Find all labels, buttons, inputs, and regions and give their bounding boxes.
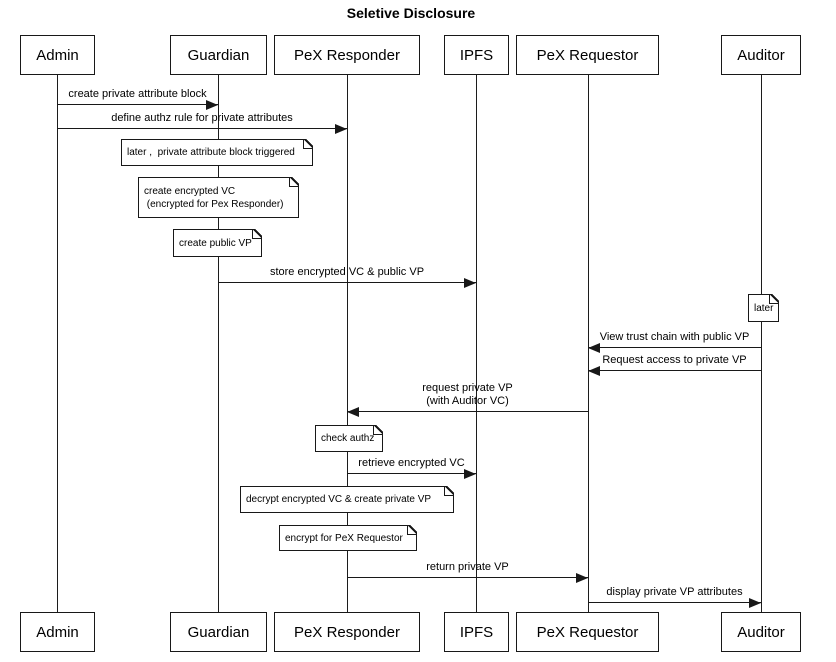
note-text: later , private attribute block triggere…: [127, 147, 295, 158]
message-arrowhead-icon: [588, 342, 600, 353]
message-label: Request access to private VP: [602, 354, 747, 366]
participant-label: Admin: [36, 46, 79, 64]
participant-box-admin-bottom: Admin: [20, 612, 95, 652]
message-arrowhead-icon: [464, 468, 476, 479]
lifeline-pex-responder: [347, 75, 348, 612]
message-label: request private VP (with Auditor VC): [422, 382, 513, 407]
note-text: check authz: [321, 433, 375, 444]
lifeline-guardian: [218, 75, 219, 612]
message-arrowhead-icon: [206, 99, 218, 110]
participant-box-ipfs-top: IPFS: [444, 35, 509, 75]
message-label: View trust chain with public VP: [599, 331, 750, 343]
diagram-title: Seletive Disclosure: [346, 5, 476, 21]
message-arrowhead-icon: [347, 406, 359, 417]
message-arrowhead-icon: [749, 597, 761, 608]
note-text: later: [754, 302, 774, 314]
participant-label: Auditor: [737, 623, 785, 641]
message-line-create-private-attribute-block: [57, 104, 218, 105]
message-arrowhead-icon: [588, 365, 600, 376]
message-line-display-private-vp-attributes: [588, 602, 761, 603]
message-arrowhead-icon: [335, 123, 347, 134]
note-create-encrypted-vc: create encrypted VC (encrypted for Pex R…: [138, 177, 299, 218]
lifeline-ipfs: [476, 75, 477, 612]
participant-box-pex-responder-top: PeX Responder: [274, 35, 420, 75]
message-line-request-private-vp: [347, 411, 588, 412]
message-label: store encrypted VC & public VP: [269, 266, 425, 278]
message-line-return-private-vp: [347, 577, 588, 578]
participant-box-auditor-bottom: Auditor: [721, 612, 801, 652]
message-label: retrieve encrypted VC: [358, 457, 465, 469]
message-label: return private VP: [426, 561, 509, 573]
participant-box-auditor-top: Auditor: [721, 35, 801, 75]
message-label: create private attribute block: [68, 88, 207, 100]
participant-box-pex-responder-bottom: PeX Responder: [274, 612, 420, 652]
participant-box-pex-requestor-bottom: PeX Requestor: [516, 612, 659, 652]
participant-box-admin-top: Admin: [20, 35, 95, 75]
message-line-view-trust-chain-with-public-vp: [588, 347, 761, 348]
note-text: create public VP: [179, 237, 252, 249]
note-later-private-attribute-block-triggered: later , private attribute block triggere…: [121, 139, 313, 166]
participant-label: Guardian: [187, 623, 250, 641]
participant-label: IPFS: [459, 623, 494, 641]
note-decrypt-encrypted-vc-create-private-vp: decrypt encrypted VC & create private VP: [240, 486, 454, 513]
message-arrowhead-icon: [576, 572, 588, 583]
participant-label: Admin: [36, 623, 79, 641]
message-line-define-authz-rule-for-private-attributes: [57, 128, 347, 129]
message-label: define authz rule for private attributes: [111, 112, 293, 124]
message-arrowhead-icon: [464, 277, 476, 288]
note-text: decrypt encrypted VC & create private VP: [246, 494, 432, 505]
participant-box-ipfs-bottom: IPFS: [444, 612, 509, 652]
note-create-public-vp: create public VP: [173, 229, 262, 257]
lifeline-admin: [57, 75, 58, 612]
message-label: display private VP attributes: [606, 586, 743, 598]
participant-box-guardian-bottom: Guardian: [170, 612, 267, 652]
message-line-store-encrypted-vc-public-vp: [218, 282, 476, 283]
participant-label: PeX Requestor: [536, 623, 639, 641]
lifeline-auditor: [761, 75, 762, 612]
message-line-request-access-to-private-vp: [588, 370, 761, 371]
participant-label: PeX Responder: [294, 46, 400, 64]
note-text: create encrypted VC (encrypted for Pex R…: [144, 185, 284, 210]
note-later: later: [748, 294, 780, 322]
participant-label: Auditor: [737, 46, 785, 64]
message-line-retrieve-encrypted-vc: [347, 473, 476, 474]
note-encrypt-for-pex-requestor: encrypt for PeX Requestor: [279, 525, 417, 551]
participant-box-pex-requestor-top: PeX Requestor: [516, 35, 659, 75]
participant-label: PeX Requestor: [536, 46, 639, 64]
participant-label: PeX Responder: [294, 623, 400, 641]
participant-label: IPFS: [459, 46, 494, 64]
participant-label: Guardian: [187, 46, 250, 64]
note-text: encrypt for PeX Requestor: [285, 532, 403, 544]
note-check-authz: check authz: [315, 425, 383, 452]
participant-box-guardian-top: Guardian: [170, 35, 267, 75]
